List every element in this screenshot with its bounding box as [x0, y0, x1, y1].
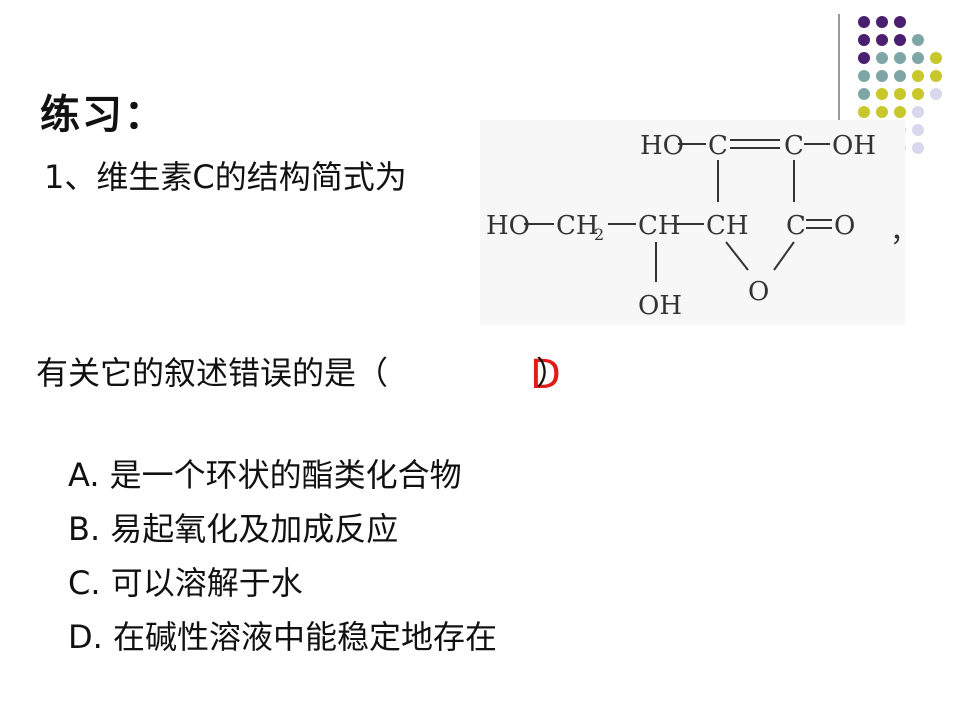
formula-comma: ， — [890, 215, 919, 248]
bond-ch-o — [725, 241, 749, 271]
slide-title: 练习： — [40, 92, 166, 138]
prompt-text: 有关它的叙述错误的是（ — [36, 354, 389, 392]
option-a: A. 是一个环状的酯类化合物 — [68, 448, 497, 502]
options-list: A. 是一个环状的酯类化合物 B. 易起氧化及加成反应 C. 可以溶解于水 D.… — [68, 448, 497, 664]
label-o-carbonyl: O — [834, 211, 855, 241]
option-text: 易起氧化及加成反应 — [110, 510, 399, 548]
label-oh-bottom: OH — [638, 291, 682, 321]
label-ch-ring: CH — [706, 211, 749, 241]
answer-letter: D — [530, 352, 561, 398]
label-o-ring: O — [748, 277, 769, 307]
option-b: B. 易起氧化及加成反应 — [68, 502, 497, 556]
label-c-top-right: C — [784, 131, 804, 161]
dot-row-2 — [858, 34, 924, 46]
bond-c-o — [773, 241, 795, 271]
decor-divider — [838, 14, 840, 126]
option-letter: B. — [68, 510, 101, 548]
label-ho-left: HO — [486, 211, 530, 241]
prompt-close-paren: ） — [536, 354, 569, 392]
dot-row-3 — [858, 52, 942, 64]
label-ch-mid: CH — [638, 211, 681, 241]
dot-row-4 — [858, 70, 942, 82]
option-text: 是一个环状的酯类化合物 — [109, 456, 462, 494]
option-letter: A. — [68, 456, 100, 494]
label-oh-top: OH — [832, 131, 876, 161]
dot-row-6 — [858, 106, 924, 118]
question-text: 1、维生素C的结构简式为 — [44, 158, 407, 196]
option-text: 在碱性溶液中能稳定地存在 — [112, 618, 497, 656]
option-letter: D. — [68, 618, 103, 656]
dot-row-1 — [858, 16, 906, 28]
vitamin-c-structure: HO C C OH HO CH 2 CH CH C O O OH — [480, 120, 905, 325]
label-ho-top: HO — [640, 131, 684, 161]
option-letter: C. — [68, 564, 101, 602]
label-c-carbonyl: C — [786, 211, 806, 241]
option-d: D. 在碱性溶液中能稳定地存在 — [68, 610, 497, 664]
option-c: C. 可以溶解于水 — [68, 556, 497, 610]
option-text: 可以溶解于水 — [110, 564, 303, 602]
dot-row-5 — [858, 88, 942, 100]
label-ch2-sub: 2 — [594, 225, 604, 244]
label-c-top-left: C — [708, 131, 728, 161]
label-ch2: CH — [556, 211, 599, 241]
